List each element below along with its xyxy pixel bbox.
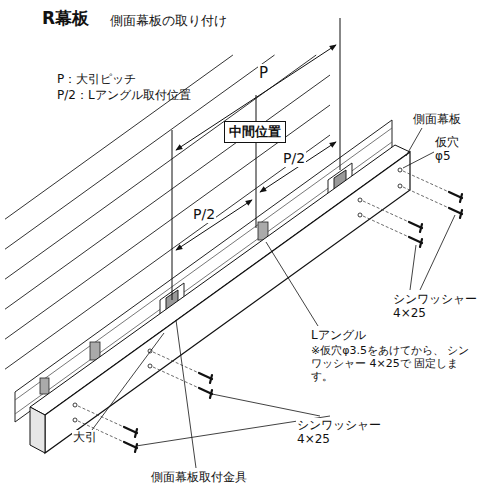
screw [124, 442, 137, 448]
screw [124, 427, 137, 433]
part-name: Lアングル [310, 328, 367, 342]
legend-note: P：大引ピッチ [57, 72, 136, 86]
title: R幕板 [42, 8, 89, 28]
part-name: 側面幕板 [412, 112, 462, 126]
subtitle: 側面幕板の取り付け [110, 13, 227, 29]
screw [409, 237, 422, 243]
screw [449, 208, 462, 214]
install-note: ※仮穴φ3.5をあけてから、 シンワッシャー 4×25で 固定します。 [310, 344, 472, 384]
dimension-label: P/2 [282, 150, 306, 167]
position-box: 中間位置 [224, 121, 286, 143]
screw [449, 192, 462, 198]
part-name: 側面幕板取付金具 [150, 470, 248, 484]
hole-note: 仮穴 φ5 [434, 135, 466, 164]
part-name: 大引 [72, 430, 98, 444]
box-text: 中間位置 [229, 123, 281, 141]
screw [199, 388, 212, 394]
screw [409, 222, 422, 228]
legend-note: P/2：Lアングル取付位置 [57, 88, 191, 102]
dimension-label: P/2 [192, 206, 216, 223]
part-name: シンワッシャー 4×25 [392, 292, 486, 321]
part-name: シンワッシャー 4×25 [296, 418, 390, 447]
dimension-label: P [258, 64, 269, 82]
screw [199, 373, 212, 379]
